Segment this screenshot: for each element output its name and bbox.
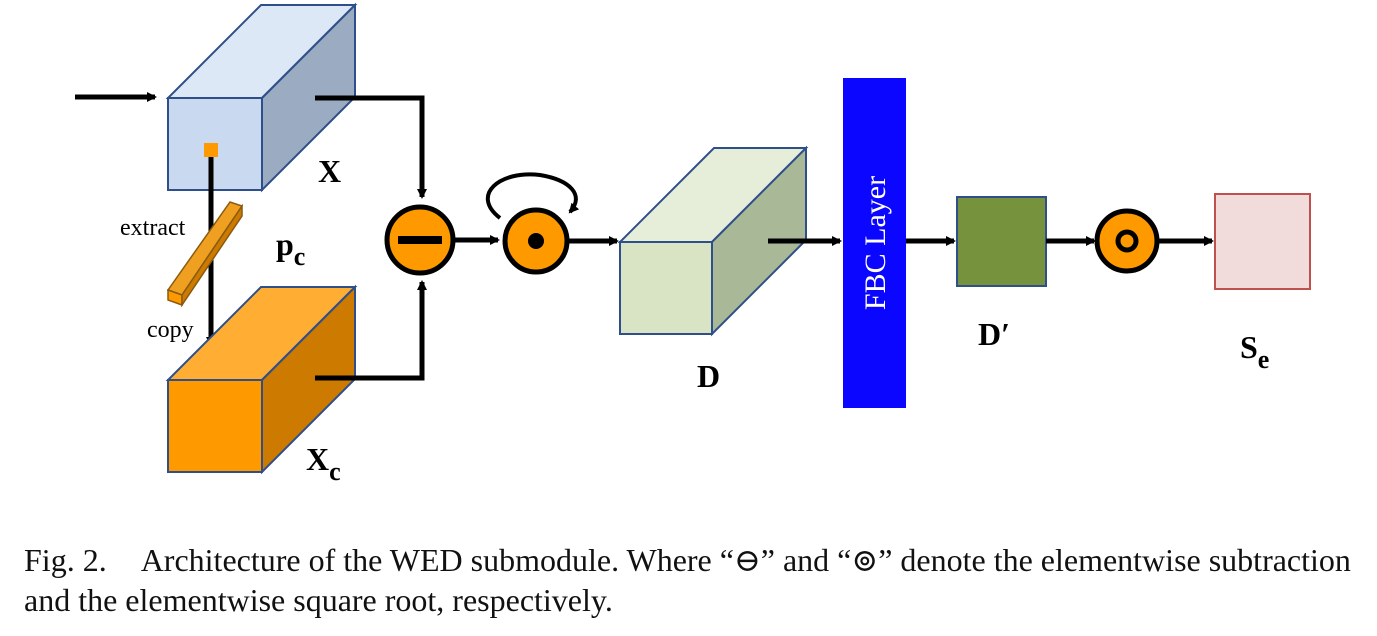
figure-caption: Fig. 2.Architecture of the WED submodule… (24, 540, 1364, 620)
patch-pc-side (181, 203, 243, 308)
xc-to-subtract-line (315, 280, 427, 381)
block-dprime (956, 196, 1047, 287)
label-se: Se (1240, 329, 1269, 374)
patch-pc (166, 201, 244, 308)
fbc-layer (843, 78, 906, 408)
block-xc-front (167, 379, 263, 473)
sqrt-operator (1094, 208, 1160, 274)
subtract-bar (398, 236, 442, 244)
block-se (1214, 193, 1311, 290)
label-pc: pc (276, 226, 305, 271)
sqrt-circle-inner (1115, 229, 1139, 253)
label-copy: copy (147, 317, 194, 343)
label-extract: extract (120, 215, 186, 241)
label-xc: Xc (306, 441, 341, 486)
label-se-sub: e (1258, 345, 1270, 374)
pixel-marker (204, 143, 218, 157)
label-dprime: D′ (978, 316, 1010, 352)
caption-text: Architecture of the WED submodule. Where… (24, 542, 1351, 618)
block-d-front (619, 241, 713, 335)
wed-architecture-diagram: X extract copy pc Xc D FBC Layer (75, 2, 1311, 486)
subtract-operator (384, 204, 456, 276)
label-pc-sub: c (294, 242, 306, 271)
x-to-subtract-line (315, 95, 427, 199)
block-d (617, 145, 809, 337)
label-xc-sub: c (329, 457, 341, 486)
sqrt-circle-outer (1094, 208, 1160, 274)
label-x: X (318, 153, 341, 189)
fbc-layer-label: FBC Layer (859, 176, 892, 310)
square-operator (502, 207, 570, 275)
figure-number: Fig. 2. (24, 542, 107, 578)
label-d: D (697, 358, 720, 394)
square-dot (528, 233, 544, 249)
block-xc (165, 284, 358, 475)
self-loop-arrow (485, 172, 580, 220)
